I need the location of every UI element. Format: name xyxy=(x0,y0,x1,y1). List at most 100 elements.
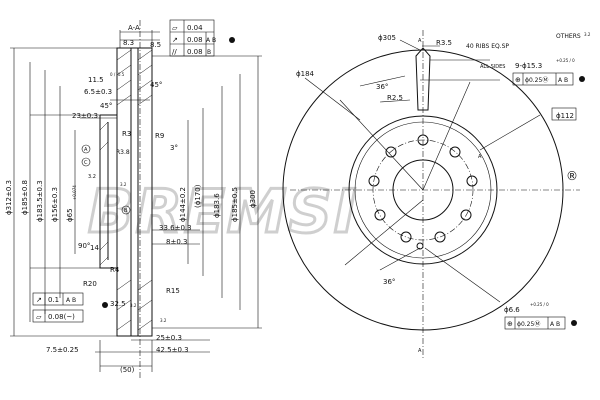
label-36-deg-a: 36° xyxy=(376,83,388,91)
fcf-holes: ⊕ ϕ0.25Ⓜ A B xyxy=(512,72,585,86)
roughness-3-2-b: 3.2 xyxy=(130,303,137,308)
dim-3-2: 3.2 xyxy=(88,174,96,180)
label-a-mark: A xyxy=(478,154,482,160)
label-others-tol: 3.2 xyxy=(584,32,591,37)
dim-42-5: 42.5±0.3 xyxy=(156,346,189,354)
bolt-circle xyxy=(372,139,474,241)
dim-14: 14 xyxy=(90,244,99,252)
fcf-top-value-2: 0.08 xyxy=(187,36,203,44)
dim-90-deg: 90° xyxy=(78,242,90,250)
dim-183-5: ϕ183.5±0.3 xyxy=(36,180,44,222)
fcf-holes-ref: A B xyxy=(558,77,568,84)
dim-r3-8: R3.8 xyxy=(116,149,130,156)
dim-65: ϕ65 xyxy=(66,208,74,222)
fcf-pin-symbol: ⊕ xyxy=(507,320,513,328)
dim-185-5: ϕ185±0.5 xyxy=(231,187,239,222)
datum-c-circle xyxy=(81,157,91,167)
leader-lines xyxy=(304,39,541,303)
dim-8-5: 8.5 xyxy=(150,41,161,49)
datum-dot-icon xyxy=(102,302,108,308)
vent-rib xyxy=(415,47,431,111)
dim-185: ϕ185±0.8 xyxy=(21,180,29,215)
datum-b-circle xyxy=(121,205,131,215)
bolt-hole xyxy=(434,231,446,243)
bolt-hole xyxy=(385,146,397,158)
roughness-3-2-c: 3.2 xyxy=(160,318,167,323)
section-view: A-A ▱ 0.04 ↗ 0.08 A B // 0.08 B 8.3 8.5 … xyxy=(5,19,262,380)
fcf-pin: ⊕ ϕ0.25Ⓜ A B xyxy=(504,316,577,330)
label-d6-6-tol: +0.25 / 0 xyxy=(530,302,549,307)
section-label: A-A xyxy=(128,24,140,32)
section-hatching xyxy=(99,49,153,331)
label-d184: ϕ184 xyxy=(296,70,315,78)
bolt-hole xyxy=(417,134,429,146)
datum-dot-icon xyxy=(229,37,235,43)
dim-32-5: 32.5 xyxy=(110,300,126,308)
section-mark-a-top: A xyxy=(418,38,422,44)
fcf-top-ref-3: B xyxy=(207,49,211,56)
fcf-bottom-value-2: 0.08(~) xyxy=(48,313,75,321)
dim-65-tol: +0.074 xyxy=(72,185,77,200)
bolt-holes xyxy=(368,134,478,250)
datum-c-label: C xyxy=(84,160,88,166)
dim-170: (ϕ170) xyxy=(194,184,202,208)
fcf-pin-ref: A B xyxy=(550,321,560,328)
dim-8-3: 8.3 xyxy=(123,39,134,47)
dim-50: (50) xyxy=(120,366,135,374)
dim-23: 23±0.3 xyxy=(72,112,98,120)
front-view: ϕ305 R3.5 40 RIBS EQ.SP ALL SIDES OTHERS… xyxy=(282,30,591,360)
dim-25: 25±0.3 xyxy=(156,334,182,342)
dim-6-5: 6.5±0.3 xyxy=(84,88,112,96)
label-d112: ϕ112 xyxy=(556,112,574,120)
watermark-registered-mark: ® xyxy=(566,169,578,183)
dim-r4: R4 xyxy=(110,266,120,274)
label-d305: ϕ305 xyxy=(378,34,396,42)
label-all-sides: ALL SIDES xyxy=(480,64,505,70)
label-r3-5: R3.5 xyxy=(436,39,452,47)
bolt-hole xyxy=(374,209,386,221)
dim-7-5: 7.5±0.25 xyxy=(46,346,79,354)
bolt-hole xyxy=(466,175,478,187)
label-others: OTHERS xyxy=(556,33,581,40)
hat-outer-edge xyxy=(354,121,492,259)
label-holes-tol: +0.25 / 0 xyxy=(556,58,575,63)
label-36-deg-b: 36° xyxy=(383,278,395,286)
dim-11-5: 11.5 xyxy=(88,76,104,84)
locating-pin-hole xyxy=(416,242,424,250)
fcf-bottom: ↗ 0.1 A B ▱ 0.08(~) xyxy=(32,292,108,323)
bolt-hole xyxy=(449,146,461,158)
label-d6-6: ϕ6.6 xyxy=(504,306,520,314)
dim-r3: R3 xyxy=(122,130,131,138)
bolt-hole xyxy=(460,209,472,221)
dim-144: ϕ144±0.2 xyxy=(179,187,187,222)
section-mark-a-bottom: A xyxy=(418,348,422,354)
bolt-hole xyxy=(400,231,412,243)
fcf-top-value-1: 0.04 xyxy=(187,24,203,32)
center-bore xyxy=(392,159,454,221)
fcf-top-symbol-3: // xyxy=(172,48,177,56)
dim-r20: R20 xyxy=(83,280,97,288)
datum-dot-icon xyxy=(571,320,577,326)
disc-outer-edge xyxy=(282,49,564,331)
watermark-logo: BREMSI xyxy=(88,177,358,247)
datum-b-label: B xyxy=(124,208,128,214)
fcf-bottom-symbol-2: ▱ xyxy=(36,313,42,321)
dim-r9: R9 xyxy=(155,132,164,140)
dim-11-5-tol: 0 / -0.5 xyxy=(110,72,125,77)
datum-a-circle xyxy=(81,144,91,154)
dim-8: 8±0.3 xyxy=(166,238,187,246)
dim-3-deg: 3° xyxy=(170,144,178,152)
vertical-dimension-lines xyxy=(10,47,262,337)
fcf-top: ▱ 0.04 ↗ 0.08 A B // 0.08 B xyxy=(169,19,235,57)
friction-ring-inner-edge xyxy=(348,115,498,265)
dim-312: ϕ312±0.3 xyxy=(5,180,13,215)
dim-300: ϕ300 xyxy=(249,190,257,208)
fcf-top-symbol-1: ▱ xyxy=(172,24,178,32)
label-r2-5: R2.5 xyxy=(387,94,403,102)
dim-45-deg-b: 45° xyxy=(100,102,112,110)
horizontal-dimension-lines xyxy=(80,30,210,372)
fcf-holes-symbol: ⊕ xyxy=(515,76,521,84)
fcf-pin-value: ϕ0.25Ⓜ xyxy=(517,320,540,328)
label-holes: 9-ϕ15.3 xyxy=(515,62,542,70)
